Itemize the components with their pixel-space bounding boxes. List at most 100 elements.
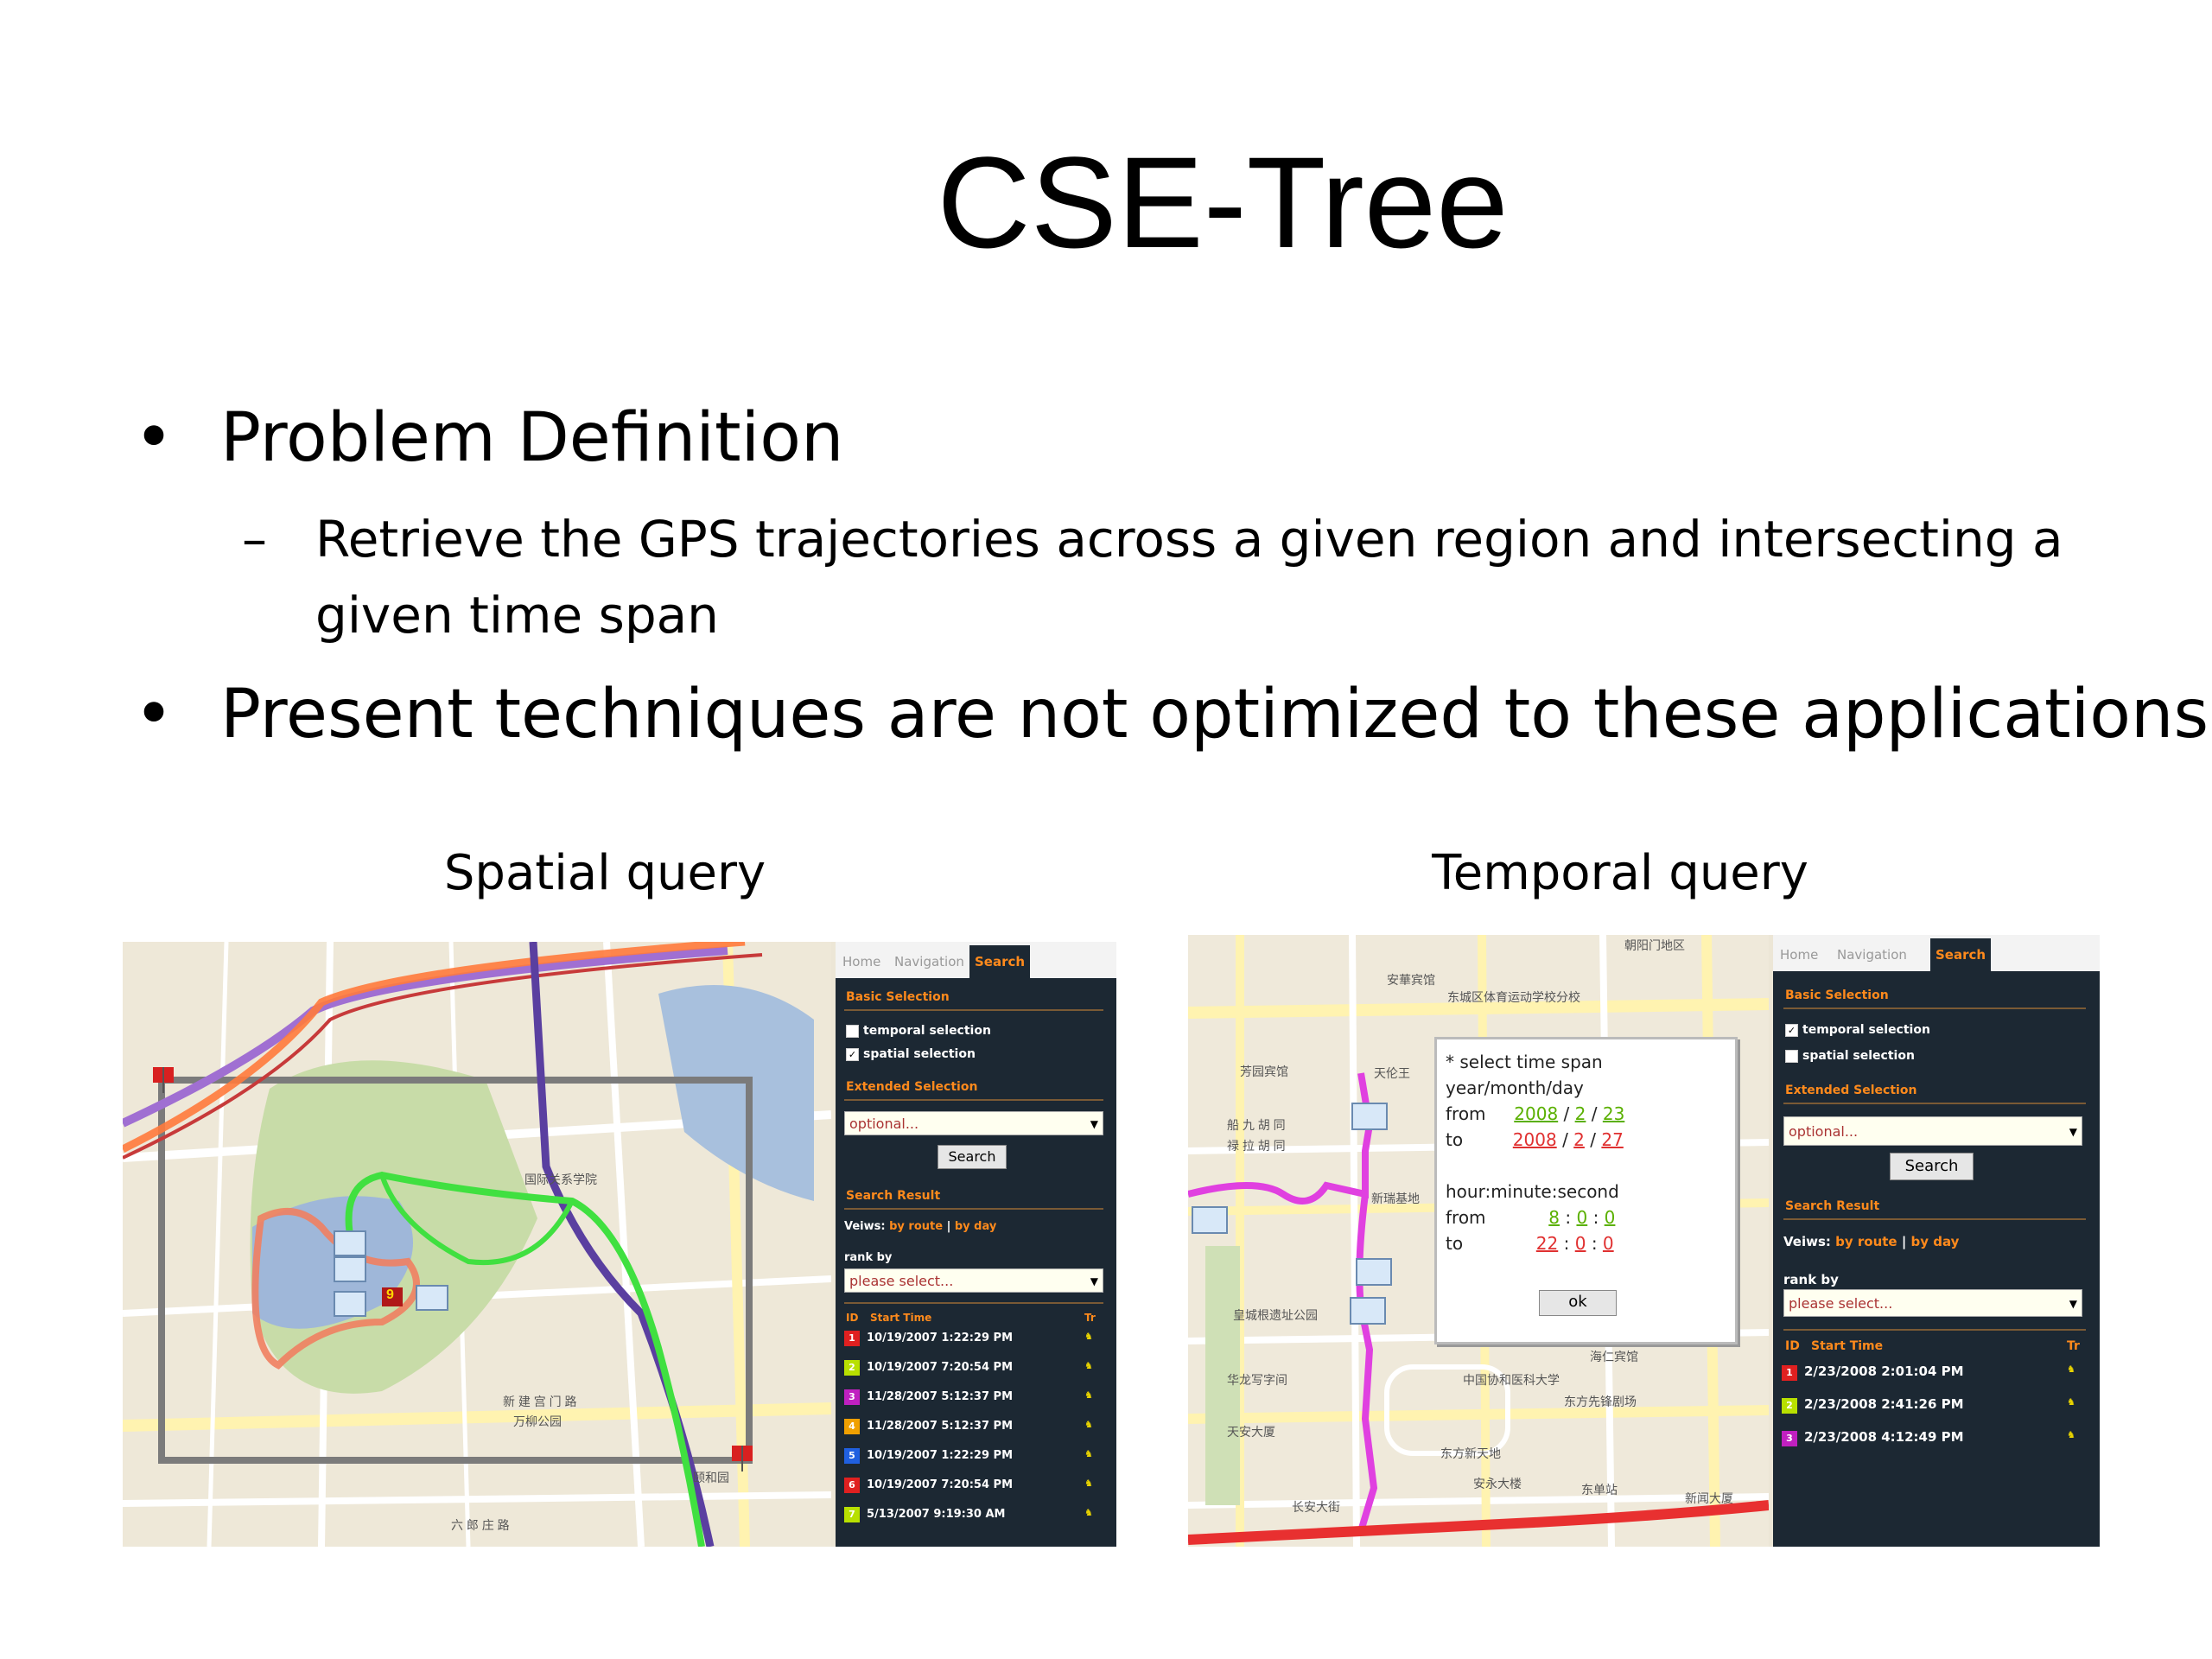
result-row[interactable]: 1 2/23/2008 2:01:04 PM ♞ — [1782, 1363, 2075, 1381]
ok-button[interactable]: ok — [1539, 1290, 1617, 1316]
bullet-text: Present techniques are not optimized to … — [220, 676, 2209, 753]
map-label: 天安大厦 — [1227, 1425, 1275, 1439]
time-format-label: hour:minute:second — [1446, 1181, 1619, 1202]
row-id-badge: 3 — [1782, 1431, 1797, 1446]
col-id: ID — [1785, 1339, 1800, 1353]
temporal-selection-checkbox[interactable]: temporal selection — [846, 1024, 991, 1038]
caption-temporal-query: Temporal query — [1432, 845, 1808, 901]
rank-select[interactable]: please select...▼ — [844, 1268, 1103, 1293]
basic-selection-heading: Basic Selection — [846, 990, 950, 1004]
row-id-badge: 1 — [1782, 1365, 1797, 1381]
row-start-time: 2/23/2008 2:01:04 PM — [1804, 1363, 1964, 1379]
map-label: 颐和园 — [693, 1471, 729, 1484]
rank-select[interactable]: please select...▼ — [1783, 1289, 2082, 1317]
sub-bullet-line1: Retrieve the GPS trajectories across a g… — [315, 510, 2063, 569]
dash-glyph: – — [242, 510, 267, 569]
checkbox-label: temporal selection — [1802, 1023, 1930, 1037]
tab-search[interactable]: Search — [1930, 938, 1992, 971]
transport-icon: ♞ — [2067, 1363, 2075, 1375]
from-label: from — [1446, 1103, 1486, 1124]
time-to-row: to 22 : 0 : 0 — [1446, 1233, 1614, 1254]
to-minute-field[interactable]: 0 — [1574, 1233, 1586, 1254]
search-result-heading: Search Result — [846, 1189, 941, 1203]
transport-icon: ♞ — [1084, 1507, 1093, 1518]
spatial-selection-checkbox[interactable]: spatial selection — [1785, 1049, 1915, 1063]
by-route-link[interactable]: by route — [1835, 1234, 1897, 1249]
temporal-map[interactable]: 朝阳门地区 安華宾馆 东城区体育运动学校分校 芳园宾馆 天伦王 船 九 胡 同 … — [1188, 935, 1769, 1547]
to-hour-field[interactable]: 22 — [1535, 1233, 1559, 1254]
search-button[interactable]: Search — [1890, 1153, 1974, 1180]
time-from-row: from 8 : 0 : 0 — [1446, 1207, 1615, 1228]
checkbox-box[interactable] — [1785, 1049, 1798, 1063]
spatial-search-panel: Home Navigation Search Basic Selection t… — [836, 942, 1116, 1547]
tab-navigation[interactable]: Navigation — [894, 954, 964, 969]
slash: / — [1563, 1103, 1570, 1124]
from-year-field[interactable]: 2008 — [1514, 1103, 1559, 1124]
to-second-field[interactable]: 0 — [1602, 1233, 1614, 1254]
map-label: 新闻大厦 — [1685, 1491, 1733, 1505]
search-button[interactable]: Search — [938, 1145, 1007, 1169]
checkbox-box-checked[interactable]: ✓ — [1785, 1023, 1798, 1037]
map-label: 天伦王 — [1374, 1066, 1410, 1080]
select-value: optional... — [1789, 1123, 1859, 1140]
tab-home[interactable]: Home — [842, 954, 881, 969]
search-result-heading: Search Result — [1785, 1199, 1880, 1213]
by-route-link[interactable]: by route — [889, 1220, 944, 1233]
separator: | — [1901, 1234, 1907, 1249]
divider — [1783, 1007, 2086, 1009]
optional-select[interactable]: optional...▼ — [1783, 1116, 2082, 1146]
from-minute-field[interactable]: 0 — [1576, 1207, 1588, 1228]
by-day-link[interactable]: by day — [1910, 1234, 1960, 1249]
to-day-field[interactable]: 27 — [1601, 1129, 1624, 1150]
map-marker-number[interactable]: 9 — [386, 1287, 394, 1302]
row-id-badge: 3 — [844, 1389, 860, 1405]
panel-tabs: Home Navigation Search — [1773, 935, 2100, 971]
spatial-map-svg — [123, 942, 831, 1547]
temporal-selection-checkbox[interactable]: ✓ temporal selection — [1785, 1023, 1930, 1037]
optional-select[interactable]: optional...▼ — [844, 1111, 1103, 1135]
to-month-field[interactable]: 2 — [1573, 1129, 1585, 1150]
tab-navigation[interactable]: Navigation — [1837, 947, 1907, 963]
bullet-glyph: • — [134, 676, 175, 753]
map-label: 海仁宾馆 — [1590, 1350, 1638, 1363]
from-month-field[interactable]: 2 — [1574, 1103, 1586, 1124]
row-start-time: 10/19/2007 7:20:54 PM — [867, 1478, 1013, 1491]
checkbox-box[interactable] — [846, 1024, 859, 1038]
from-hour-field[interactable]: 8 — [1548, 1207, 1560, 1228]
slide-title: CSE-Tree — [937, 130, 1509, 275]
divider — [844, 1302, 1103, 1304]
views-row: Veiws: by route | by day — [1783, 1234, 1959, 1249]
col-id: ID — [846, 1312, 859, 1324]
spatial-selection-checkbox[interactable]: ✓spatial selection — [846, 1047, 976, 1061]
tab-home[interactable]: Home — [1780, 947, 1819, 963]
to-label: to — [1446, 1129, 1464, 1150]
tab-search[interactable]: Search — [969, 945, 1031, 978]
slash: / — [1591, 1103, 1598, 1124]
to-year-field[interactable]: 2008 — [1512, 1129, 1557, 1150]
spatial-map[interactable]: 国际关系学院 新 建 宫 门 路 万柳公园 六 郎 庄 路 颐和园 9 — [123, 942, 831, 1547]
bullet-glyph: • — [134, 399, 175, 477]
by-day-link[interactable]: by day — [954, 1220, 997, 1233]
rank-by-label: rank by — [844, 1251, 893, 1264]
col-start-time: Start Time — [1811, 1339, 1884, 1353]
from-day-field[interactable]: 23 — [1602, 1103, 1625, 1124]
checkbox-label: temporal selection — [863, 1024, 991, 1038]
checkbox-box-checked[interactable]: ✓ — [846, 1047, 859, 1061]
map-label: 新 建 宫 门 路 — [503, 1395, 577, 1408]
transport-icon: ♞ — [2067, 1396, 2075, 1408]
map-label: 船 九 胡 同 — [1227, 1118, 1286, 1132]
from-second-field[interactable]: 0 — [1604, 1207, 1616, 1228]
transport-icon: ♞ — [1084, 1389, 1093, 1401]
map-label: 东单站 — [1581, 1483, 1618, 1497]
views-row: Veiws: by route | by day — [844, 1220, 996, 1233]
row-start-time: 2/23/2008 2:41:26 PM — [1804, 1396, 1964, 1412]
